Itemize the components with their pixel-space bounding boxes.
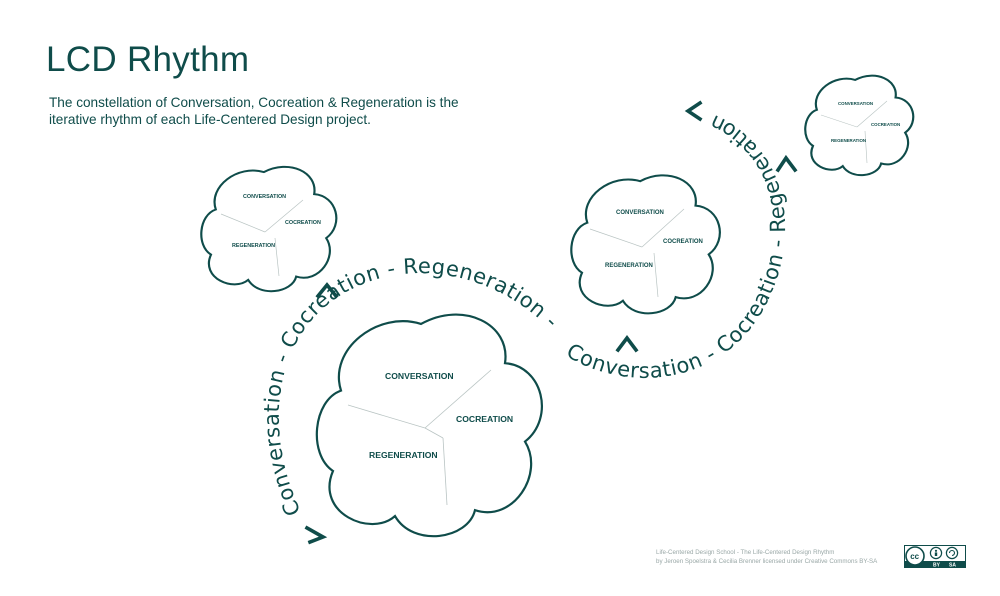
flower-tiny-cocreation: COCREATION [871,122,900,127]
flower-large-regeneration: REGENERATION [369,450,438,460]
flower-medium-conversation: CONVERSATION [616,210,664,216]
flower-small-left-regeneration: REGENERATION [232,243,275,249]
flower-medium-regeneration: REGENERATION [605,263,653,269]
flower-small-left-cocreation: COCREATION [285,220,321,226]
flower-small-left-conversation: CONVERSATION [243,194,286,200]
cc-license-badge[interactable]: cc BY SA [904,545,966,568]
page-title: LCD Rhythm [46,40,250,79]
credit-line-1: Life-Centered Design School - The Life-C… [656,549,835,556]
page-description: The constellation of Conversation, Cocre… [49,95,459,127]
flower-medium: CONVERSATION COCREATION REGENERATION [571,175,720,313]
cc-logo-icon [905,546,925,566]
flower-small-left: CONVERSATION COCREATION REGENERATION [201,167,336,291]
chevron-up-icon-left [315,282,339,299]
sa-share-alike-icon [945,546,959,560]
chevron-bottom-icon [304,525,328,545]
chevron-top-icon [684,100,703,122]
flower-medium-cocreation: COCREATION [663,239,703,245]
flower-tiny-conversation: CONVERSATION [838,101,873,106]
flower-tiny: CONVERSATION COCREATION REGENERATION [805,76,913,175]
flower-tiny-regeneration: REGENERATION [831,138,866,143]
credit-line-2: by Jeroen Spoelstra & Cecilia Brenner li… [656,557,878,565]
flower-large: CONVERSATION COCREATION REGENERATION [317,315,542,537]
by-label: BY [933,563,941,569]
flower-large-conversation: CONVERSATION [385,371,454,381]
sa-label: SA [949,563,956,569]
chevron-up-icon-middle [615,335,639,353]
credit-text: Life-Centered Design School - The Life-C… [656,549,877,566]
flower-large-cocreation: COCREATION [456,414,513,424]
chevron-up-icon-right [775,154,798,173]
cc-logo-text: cc [910,552,919,561]
